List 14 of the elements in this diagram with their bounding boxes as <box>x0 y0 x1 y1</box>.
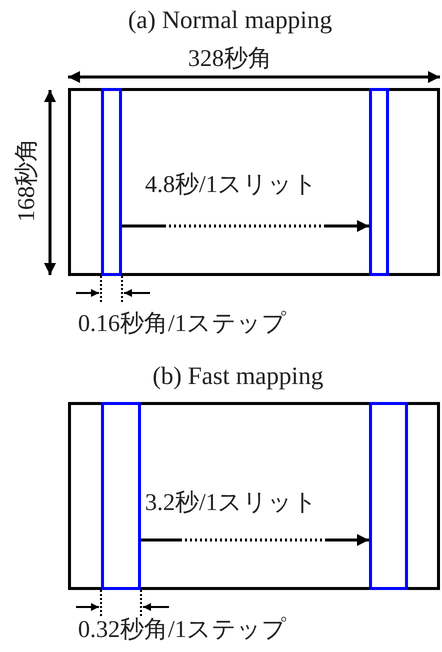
slit-box <box>369 402 408 590</box>
slit-box <box>101 88 122 276</box>
slit-box <box>369 88 389 276</box>
dimension-label: 168秒角 <box>14 138 40 222</box>
arrow <box>141 534 369 546</box>
edge-label: 4.8秒/1スリット <box>145 172 318 198</box>
dimension-label: 0.16秒角/1ステップ <box>78 311 287 337</box>
slit-box <box>101 402 141 590</box>
dimension-label: 0.32秒角/1ステップ <box>78 617 287 643</box>
panel-heading: (b) Fast mapping <box>152 364 324 390</box>
edge-label: 3.2秒/1スリット <box>145 490 318 516</box>
panel-heading: (a) Normal mapping <box>128 8 332 34</box>
arrow <box>122 220 369 232</box>
dimension-label: 328秒角 <box>188 46 272 72</box>
